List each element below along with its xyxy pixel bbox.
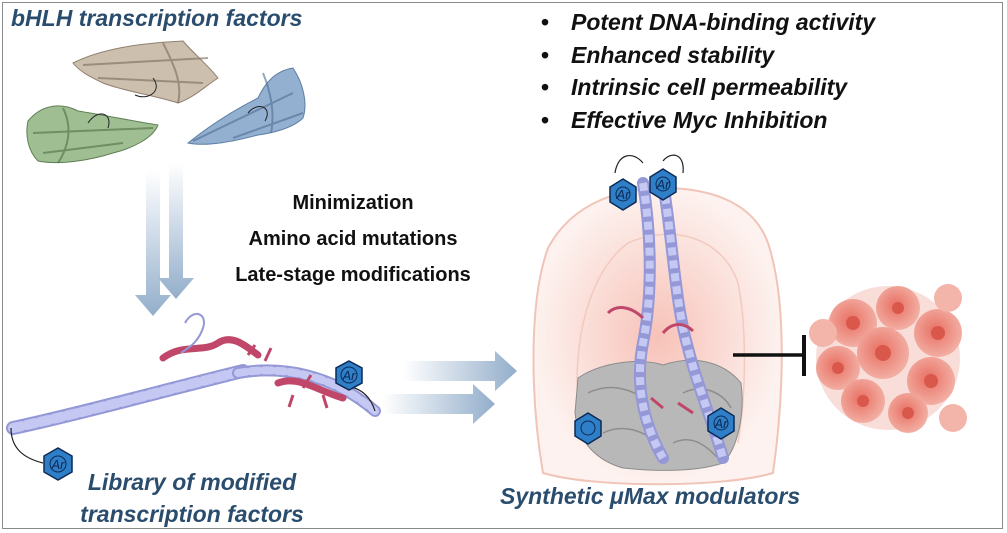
bhlh-structure-green (26, 105, 159, 164)
ar-label: Ar (616, 187, 631, 202)
feature-list: • Potent DNA-binding activity • Enhanced s… (541, 6, 875, 136)
ar-hexagon-umax-top-right: Ar (649, 168, 677, 201)
ar-label: Ar (656, 177, 671, 192)
optimization-steps: Minimization Amino acid mutations Late-s… (203, 185, 503, 293)
library-label: Library of modified transcription factor… (27, 466, 357, 530)
ar-hexagon-umax-top-left: Ar (609, 178, 637, 211)
step-modifications: Late-stage modifications (235, 264, 471, 286)
feature-item: • Potent DNA-binding activity (541, 6, 875, 39)
bullet: • (541, 9, 550, 35)
ar-hexagon-umax-bottom-right: Ar (707, 407, 735, 440)
feature-text: Enhanced stability (571, 41, 775, 68)
feature-text: Potent DNA-binding activity (571, 9, 876, 35)
library-label-line2: transcription factors (80, 501, 304, 527)
bullet: • (541, 41, 550, 68)
graphical-abstract-art: Ar Ar Ar (6, 40, 967, 486)
down-arrows (135, 163, 194, 316)
modified-helix-structure (6, 313, 381, 464)
bullet: • (541, 74, 550, 100)
tumor-cell-cluster (809, 284, 967, 433)
step-mutations: Amino acid mutations (248, 228, 458, 250)
ar-label: Ar (51, 457, 66, 472)
feature-text: Intrinsic cell permeability (571, 74, 848, 100)
ar-hexagon-helix-left: Ar (43, 447, 73, 481)
synthetic-label: Synthetic μMax modulators (500, 483, 801, 509)
ar-hexagon-umax-bottom-left (574, 412, 602, 445)
feature-item: • Enhanced stability (541, 39, 875, 72)
feature-item: • Effective Myc Inhibition (541, 104, 875, 137)
bullet: • (541, 106, 550, 133)
ar-label: Ar (714, 416, 729, 431)
bhlh-structure-blue (186, 67, 306, 145)
bhlh-structure-beige (72, 40, 219, 104)
right-arrows (383, 351, 517, 424)
feature-item: • Intrinsic cell permeability (541, 71, 875, 104)
step-minimization: Minimization (292, 192, 414, 214)
ar-hexagon-helix-right: Ar (335, 360, 363, 391)
library-label-line1: Library of modified (87, 469, 297, 495)
feature-text: Effective Myc Inhibition (571, 106, 828, 133)
diagram-title: bHLH transcription factors (11, 5, 303, 31)
ar-label: Ar (342, 368, 357, 383)
inhibition-symbol (733, 335, 806, 376)
